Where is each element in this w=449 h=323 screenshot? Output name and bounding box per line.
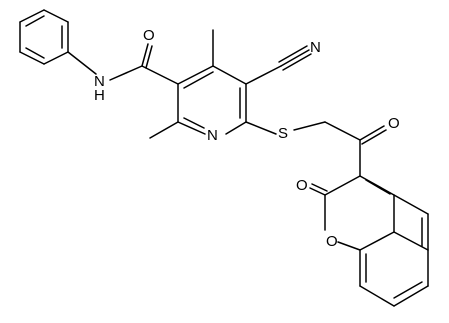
ketone-o-label: O (388, 115, 400, 132)
phenyl-ring (19, 9, 69, 65)
amide-h-label: H (94, 87, 105, 104)
pyridine-n-label: N (207, 127, 218, 144)
pyridine-ring (177, 65, 247, 135)
ring-o-label: O (326, 233, 338, 250)
amide-group (67, 43, 179, 85)
amide-n-label: N (94, 73, 105, 90)
thioether-s-label: S (278, 125, 288, 142)
nitrile-n-label: N (310, 39, 321, 56)
nitrile-group (245, 45, 312, 85)
methyl-groups (149, 29, 214, 139)
amide-o-label: O (143, 27, 155, 44)
coumarin-ring (309, 175, 429, 307)
atom-labels: N H O N N S O O O (94, 27, 400, 250)
thioether-chain (245, 121, 387, 177)
lactone-carbonyl-o-label: O (296, 177, 308, 194)
